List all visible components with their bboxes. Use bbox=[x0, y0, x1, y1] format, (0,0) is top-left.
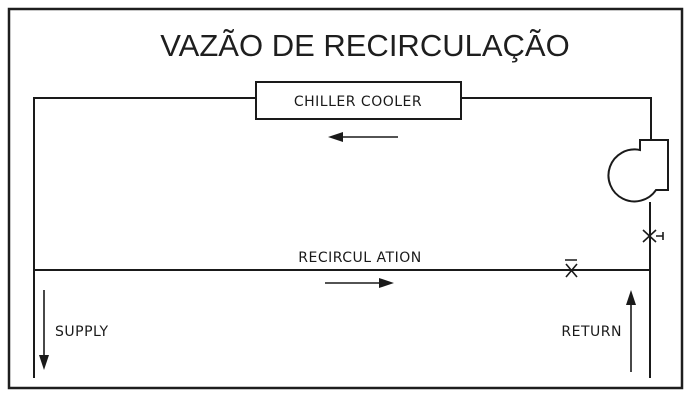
check-valve-icon bbox=[642, 229, 664, 243]
recirculation-label: RECIRCUL ATION bbox=[298, 250, 421, 266]
flow-arrow-left-icon bbox=[328, 132, 398, 142]
return-pipe-top-right bbox=[461, 97, 652, 140]
supply-pipe-left bbox=[33, 97, 256, 378]
supply-arrow-down-icon bbox=[39, 290, 49, 370]
chiller-cooler-box bbox=[255, 81, 462, 120]
return-arrow-up-icon bbox=[626, 290, 636, 372]
chiller-cooler-label: CHILLER COOLER bbox=[294, 94, 422, 110]
centrifugal-pump-icon bbox=[607, 139, 669, 210]
diagram-border bbox=[7, 7, 684, 390]
diagram-title: VAZÃO DE RECIRCULAÇÃO bbox=[160, 28, 569, 63]
supply-label: SUPPLY bbox=[55, 324, 109, 340]
return-label: RETURN bbox=[561, 324, 622, 340]
flow-arrow-right-icon bbox=[325, 278, 394, 288]
valve-icon bbox=[565, 259, 578, 278]
